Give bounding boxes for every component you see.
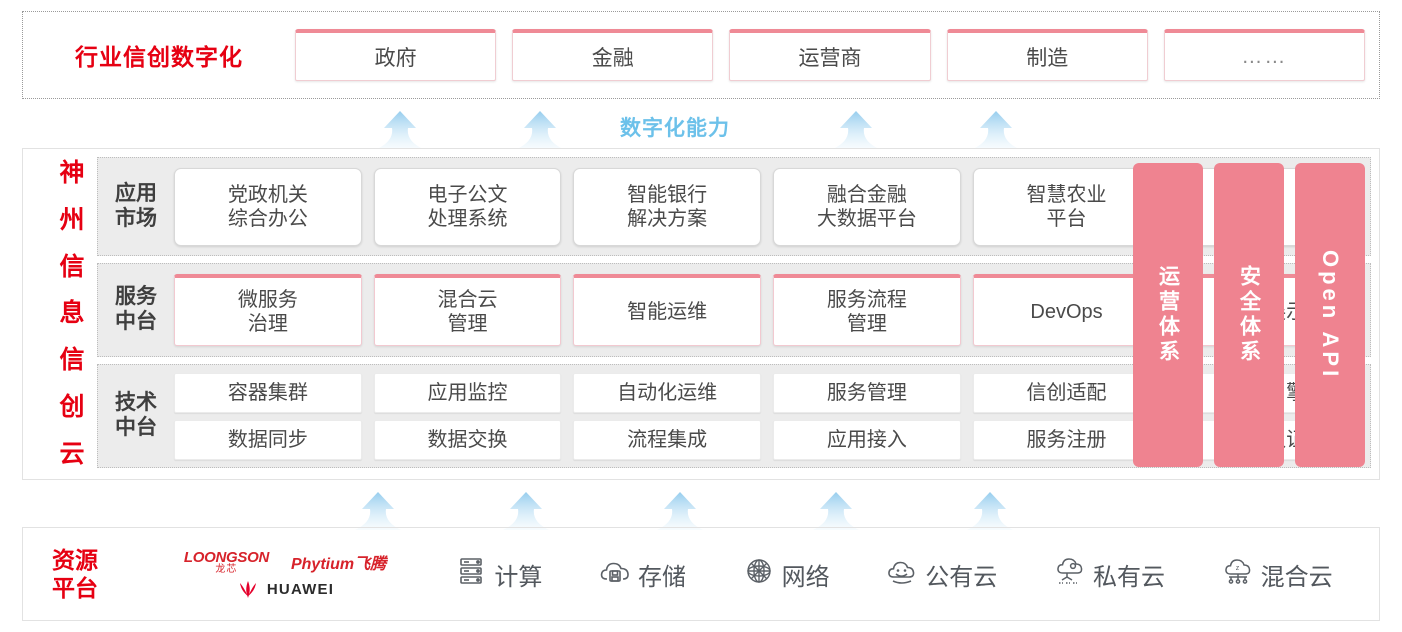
- up-arrow-icon: [833, 111, 879, 149]
- cloud-title-char: 州: [59, 205, 85, 234]
- service-card-smart-ops[interactable]: 智能运维: [573, 274, 762, 346]
- hybrid-cloud-icon: z: [1222, 555, 1254, 594]
- pillar-group: 运营体系 安全体系 Open API: [1133, 163, 1365, 467]
- tech-card-xinchuang-adapt[interactable]: 信创适配: [972, 372, 1161, 413]
- up-arrow-icon: [657, 492, 703, 530]
- industry-card-list: 政府 金融 运营商 制造 ……: [295, 29, 1379, 81]
- app-card-finance-bigdata[interactable]: 融合金融大数据平台: [773, 167, 961, 246]
- pillar-operations[interactable]: 运营体系: [1133, 163, 1203, 467]
- app-card-smart-agriculture[interactable]: 智慧农业平台: [972, 167, 1161, 246]
- capability-arrow-band: 数字化能力: [0, 104, 1402, 149]
- service-card-devops[interactable]: DevOps: [972, 274, 1161, 346]
- resource-item-label: 混合云: [1260, 563, 1333, 591]
- vendor-logo-row-2: HUAWEI: [236, 580, 334, 599]
- industry-card-more[interactable]: ……: [1163, 29, 1366, 81]
- resource-platform-title: 资源 平台: [52, 546, 98, 601]
- resource-item-list: 计算 存储: [427, 555, 1379, 594]
- tech-card-app-access[interactable]: 应用接入: [773, 419, 961, 460]
- resource-arrow-band: [0, 485, 1402, 530]
- capability-label: 数字化能力: [620, 117, 730, 140]
- resource-item-network[interactable]: 网络: [743, 555, 830, 594]
- resource-item-label: 计算: [494, 563, 543, 591]
- up-arrow-icon: [355, 492, 401, 530]
- up-arrow-icon: [967, 492, 1013, 530]
- tech-card-container-cluster[interactable]: 容器集群: [174, 372, 362, 413]
- cloud-title-char: 息: [59, 299, 85, 328]
- tech-card-app-monitor[interactable]: 应用监控: [373, 372, 562, 413]
- up-arrow-icon: [377, 111, 423, 149]
- industry-card-finance[interactable]: 金融: [512, 29, 714, 81]
- cloud-panel-title: 神 州 信 息 信 创 云: [41, 161, 103, 467]
- server-icon: [455, 555, 487, 594]
- cloud-storage-icon: [599, 555, 631, 594]
- pillar-open-api[interactable]: Open API: [1295, 163, 1365, 467]
- resource-item-label: 私有云: [1092, 563, 1165, 591]
- up-arrow-icon: [813, 492, 859, 530]
- resource-item-public-cloud[interactable]: 公有云: [886, 555, 997, 594]
- resource-item-compute[interactable]: 计算: [455, 555, 542, 594]
- cloud-title-char: 信: [59, 252, 85, 281]
- network-icon: [743, 555, 775, 594]
- up-arrow-icon: [503, 492, 549, 530]
- tech-card-data-sync[interactable]: 数据同步: [174, 419, 362, 460]
- private-cloud-icon: [1054, 555, 1086, 594]
- vendor-logo-row-1: LOONGSON 龙芯 Phytium飞腾: [184, 550, 386, 575]
- service-card-hybrid-cloud-mgmt[interactable]: 混合云管理: [373, 274, 562, 346]
- tech-card-service-registry[interactable]: 服务注册: [972, 419, 1161, 460]
- public-cloud-icon: [886, 555, 918, 594]
- app-card-government-office[interactable]: 党政机关综合办公: [174, 167, 362, 246]
- up-arrow-icon: [517, 111, 563, 149]
- huawei-logo: HUAWEI: [236, 580, 334, 599]
- tech-card-data-exchange[interactable]: 数据交换: [373, 419, 562, 460]
- resource-item-hybrid-cloud[interactable]: z 混合云: [1222, 555, 1333, 594]
- layer-label-app-market: 应用 市场: [115, 181, 157, 230]
- layer-label-service-platform: 服务 中台: [115, 285, 157, 333]
- layer-label-tech-platform: 技术 中台: [115, 391, 157, 439]
- tech-card-service-mgmt[interactable]: 服务管理: [773, 372, 961, 413]
- cloud-title-char: 云: [59, 439, 85, 468]
- industry-band-title: 行业信创数字化: [75, 44, 243, 70]
- cloud-panel: 神 州 信 息 信 创 云 应用 市场 党政机关综合办公 电子公文处: [22, 148, 1380, 480]
- resource-item-private-cloud[interactable]: 私有云: [1054, 555, 1165, 594]
- industry-band: 行业信创数字化 政府 金融 运营商 制造 ……: [22, 11, 1380, 99]
- up-arrow-icon: [973, 111, 1019, 149]
- cloud-title-char: 信: [59, 346, 85, 375]
- industry-card-government[interactable]: 政府: [295, 29, 497, 81]
- resource-item-label: 公有云: [925, 563, 998, 591]
- vendor-logo-group: LOONGSON 龙芯 Phytium飞腾: [127, 550, 427, 599]
- huawei-flower-icon: [236, 580, 260, 599]
- pillar-security[interactable]: 安全体系: [1214, 163, 1284, 467]
- resource-platform-band: 资源 平台 LOONGSON 龙芯 Phytium飞腾: [22, 527, 1380, 621]
- app-market-card-list: 党政机关综合办公 电子公文处理系统 智能银行解决方案 融合金融大数据平台 智慧农…: [174, 166, 1361, 247]
- loongson-logo: LOONGSON 龙芯: [183, 548, 269, 575]
- tech-card-auto-ops[interactable]: 自动化运维: [573, 372, 762, 413]
- service-card-microservice-governance[interactable]: 微服务治理: [174, 274, 362, 346]
- service-card-process-mgmt[interactable]: 服务流程管理: [773, 274, 961, 346]
- app-card-smart-bank[interactable]: 智能银行解决方案: [573, 167, 762, 246]
- app-card-e-document[interactable]: 电子公文处理系统: [373, 167, 562, 246]
- cloud-title-char: 创: [59, 393, 85, 422]
- tech-card-process-integration[interactable]: 流程集成: [573, 419, 762, 460]
- resource-item-label: 存储: [637, 563, 686, 591]
- industry-card-carrier[interactable]: 运营商: [729, 29, 931, 81]
- cloud-title-char: 神: [59, 159, 85, 187]
- resource-item-storage[interactable]: 存储: [599, 555, 686, 594]
- resource-item-label: 网络: [781, 563, 830, 591]
- phytium-logo: Phytium飞腾: [290, 556, 387, 573]
- industry-card-manufacturing[interactable]: 制造: [946, 29, 1148, 81]
- svg-text:z: z: [1235, 565, 1239, 572]
